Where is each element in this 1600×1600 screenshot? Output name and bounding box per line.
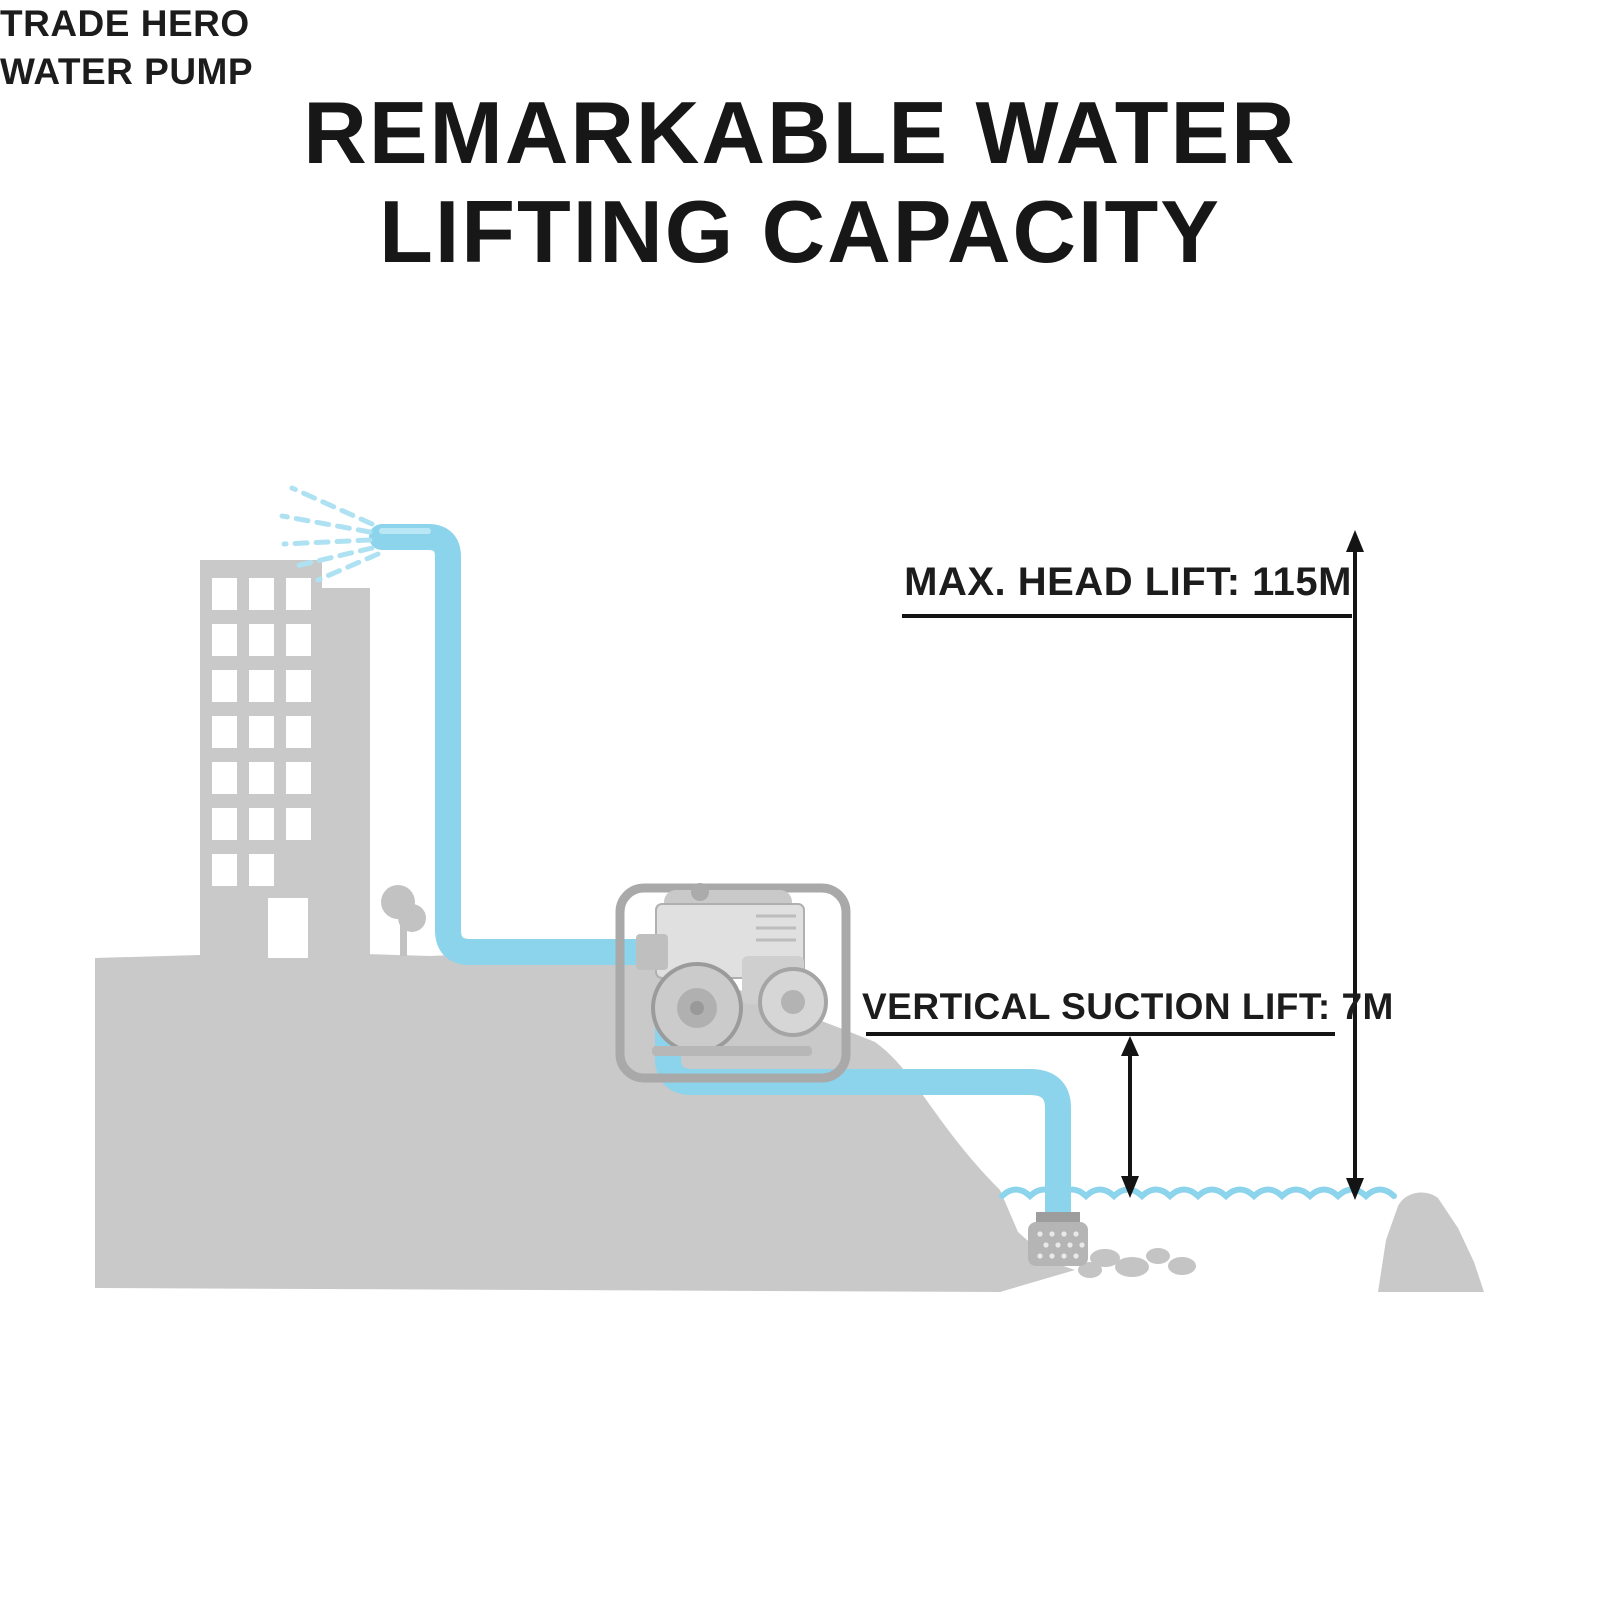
building-silhouette bbox=[200, 560, 426, 958]
max-head-lift-label: MAX. HEAD LIFT: 115M bbox=[904, 560, 1352, 604]
delivery-pipe bbox=[369, 524, 673, 965]
ground-silhouette bbox=[95, 946, 1484, 1292]
strainer bbox=[1028, 1212, 1088, 1266]
pump-name-label: TRADE HERO WATER PUMP bbox=[0, 0, 1600, 96]
tree-silhouette bbox=[381, 885, 426, 956]
page-title: REMARKABLE WATER LIFTING CAPACITY bbox=[0, 83, 1600, 281]
vertical-suction-lift-label: VERTICAL SUCTION LIFT: 7M bbox=[862, 986, 1394, 1027]
pump-illustration bbox=[615, 883, 851, 1083]
page-title-line2: LIFTING CAPACITY bbox=[379, 181, 1221, 281]
rocks bbox=[1078, 1248, 1196, 1278]
suction-lift-measure bbox=[866, 1032, 1335, 1198]
suction-pipe bbox=[655, 1005, 1071, 1237]
building-windows bbox=[212, 578, 311, 958]
pump-name-line1: TRADE HERO bbox=[0, 3, 250, 44]
water-surface bbox=[999, 1186, 1397, 1201]
water-spray bbox=[279, 485, 381, 583]
page-title-line1: REMARKABLE WATER bbox=[303, 83, 1297, 182]
pump-name-line2: WATER PUMP bbox=[0, 51, 254, 93]
max-head-lift-measure bbox=[902, 530, 1364, 1200]
